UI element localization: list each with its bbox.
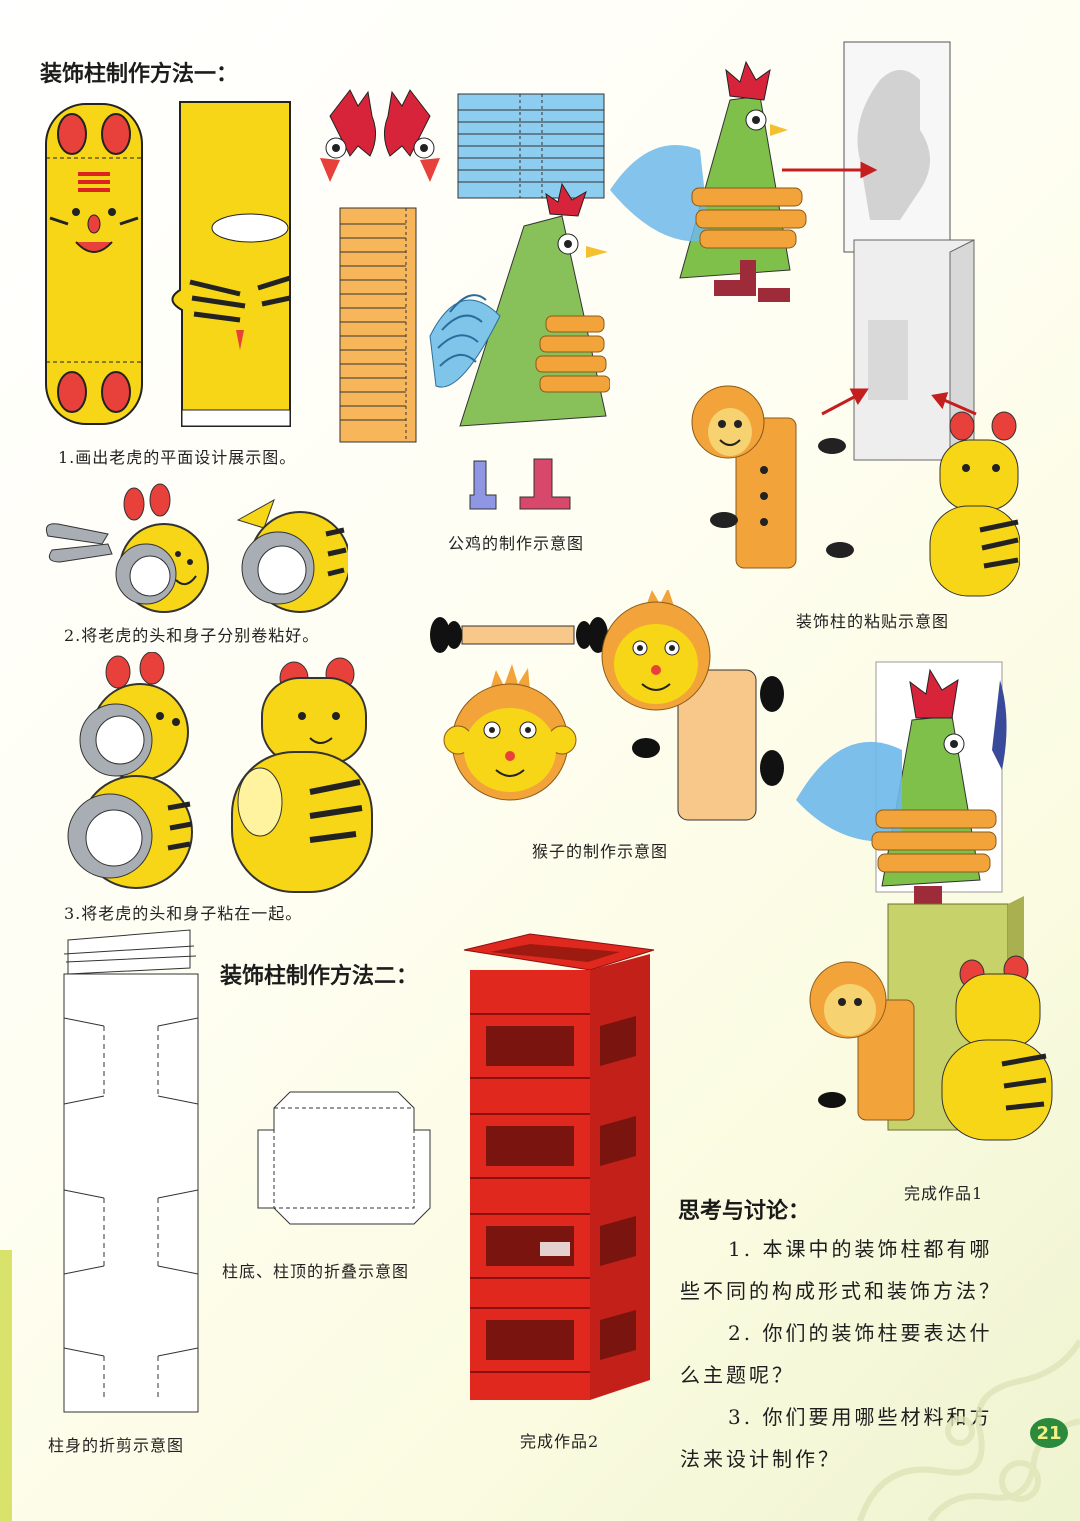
question1-line1: 1. 本课中的装饰柱都有哪 bbox=[680, 1228, 1040, 1270]
rooster-parts-figure bbox=[310, 86, 610, 446]
discussion-title: 思考与讨论： bbox=[678, 1193, 810, 1225]
caption-finished1: 完成作品1 bbox=[904, 1180, 983, 1204]
column-paste-figure bbox=[600, 40, 1020, 600]
page-number: 21 bbox=[1030, 1418, 1068, 1448]
left-edge-stripe bbox=[0, 1250, 12, 1521]
base-fold-figure bbox=[254, 1090, 434, 1240]
caption-rooster: 公鸡的制作示意图 bbox=[448, 530, 584, 554]
caption-step2: 2.将老虎的头和身子分别卷粘好。 bbox=[64, 622, 319, 646]
question1-line2: 些不同的构成形式和装饰方法？ bbox=[680, 1270, 1040, 1312]
caption-base-fold: 柱底、柱顶的折叠示意图 bbox=[222, 1258, 409, 1282]
tiger-flat-design-figure bbox=[40, 100, 300, 445]
method2-heading: 装饰柱制作方法二： bbox=[220, 958, 418, 990]
column-body-cut-figure bbox=[50, 928, 220, 1418]
caption-step3: 3.将老虎的头和身子粘在一起。 bbox=[64, 900, 302, 924]
caption-body-cut: 柱身的折剪示意图 bbox=[48, 1432, 184, 1456]
tiger-rolled-parts-figure bbox=[38, 470, 348, 620]
caption-column-paste: 装饰柱的粘贴示意图 bbox=[796, 608, 949, 632]
finished-work2-figure bbox=[460, 930, 660, 1410]
finished-work1-figure bbox=[792, 660, 1062, 1180]
tiger-assembled-figure bbox=[40, 652, 380, 902]
caption-step1: 1.画出老虎的平面设计展示图。 bbox=[58, 444, 296, 468]
method1-heading: 装饰柱制作方法一： bbox=[40, 56, 238, 88]
caption-finished2: 完成作品2 bbox=[520, 1428, 599, 1452]
monkey-parts-figure bbox=[420, 590, 800, 840]
caption-monkey: 猴子的制作示意图 bbox=[532, 838, 668, 862]
rooster-feet-figure bbox=[460, 455, 580, 515]
